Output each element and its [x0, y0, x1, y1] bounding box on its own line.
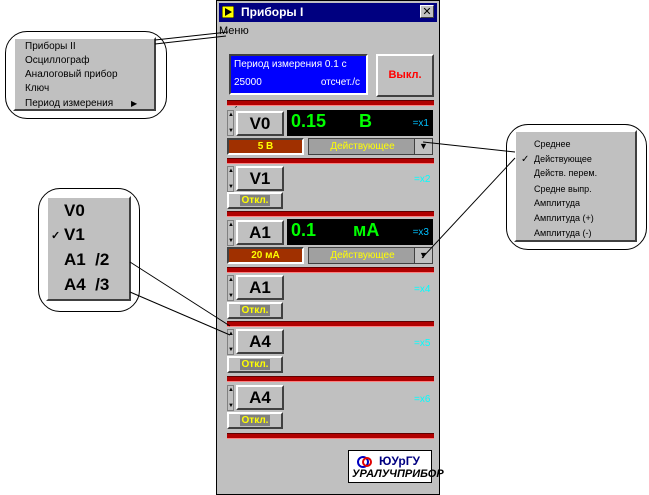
mode-value: Действующее [330, 250, 395, 261]
measured-unit: В [359, 111, 372, 131]
menu-item-menu[interactable]: Меню [219, 25, 249, 37]
channel-multiplier: =x2 [414, 174, 431, 185]
channel-multiplier: =x5 [414, 338, 431, 349]
mode-item-rms-ac[interactable]: Действ. перем. [534, 168, 598, 178]
channel-selector[interactable]: A4 [236, 385, 284, 410]
channel-item-a1[interactable]: A1 /2 [64, 250, 110, 269]
separator [227, 433, 434, 439]
mode-item-rms[interactable]: Действующее [534, 154, 592, 164]
mode-item-amplitude[interactable]: Амплитуда [534, 198, 581, 208]
menu-item-measurement-period[interactable]: Период измерения [25, 98, 114, 109]
measurement-display: 0.1 мА =x3 [287, 219, 433, 245]
off-label: Откл. [239, 415, 271, 426]
channel-spinner[interactable]: ▲▼ [227, 110, 234, 136]
channel-selector[interactable]: A4 [236, 329, 284, 354]
separator [227, 376, 434, 382]
channel-spinner[interactable]: ▲▼ [227, 329, 234, 355]
channel-item-v1[interactable]: V1 [64, 225, 85, 244]
mode-value: Действующее [330, 141, 395, 152]
range-selector[interactable]: 5 В [227, 138, 304, 155]
measured-value: 0.1 [291, 220, 317, 240]
channel-off-button[interactable]: Откл. [227, 192, 283, 209]
channel-selector[interactable]: V0 [236, 111, 284, 136]
menu-item-oscilloscope[interactable]: Осциллограф [25, 55, 90, 66]
checkmark-icon: ✓ [51, 230, 61, 242]
app-icon [222, 6, 234, 18]
mode-menu-popup: Среднее ✓ Действующее Действ. перем. Сре… [514, 130, 637, 242]
separator [227, 267, 434, 273]
mode-item-amplitude-minus[interactable]: Амплитуда (-) [534, 228, 592, 238]
close-button[interactable]: ✕ [420, 5, 434, 18]
mode-dropdown[interactable]: Действующее ▼ [308, 138, 433, 155]
channel-item-a4[interactable]: A4 /3 [64, 275, 110, 294]
off-label: Откл. [239, 195, 271, 206]
power-off-button[interactable]: Выкл. [376, 54, 434, 97]
range-selector[interactable]: 20 мА [227, 247, 304, 264]
mode-item-average[interactable]: Среднее [534, 139, 571, 149]
separator [227, 211, 434, 217]
main-menu-popup: Приборы II Осциллограф Аналоговый прибор… [13, 37, 156, 111]
separator [227, 100, 434, 106]
sample-count-unit: отсчет./с [320, 77, 360, 88]
submenu-arrow-icon: ▶ [131, 99, 138, 108]
channel-selector[interactable]: V1 [236, 166, 284, 191]
title-bar[interactable]: Приборы I ✕ [219, 3, 437, 22]
mode-item-average-rectified[interactable]: Средне выпр. [534, 184, 592, 194]
channel-spinner[interactable]: ▲▼ [227, 385, 234, 411]
channel-off-button[interactable]: Откл. [227, 302, 283, 319]
menu-item-instruments-2[interactable]: Приборы II [25, 41, 76, 52]
company-logo: ЮУрГУ УРАЛУЧПРИБОР [348, 450, 444, 483]
menu-item-key[interactable]: Ключ [25, 83, 50, 94]
menu-item-analog-instrument[interactable]: Аналоговый прибор [25, 69, 118, 80]
separator [227, 158, 434, 164]
logo-line1: ЮУрГУ [379, 454, 420, 468]
channel-off-button[interactable]: Откл. [227, 412, 283, 429]
logo-icon [357, 456, 372, 468]
mode-dropdown[interactable]: Действующее ▼ [308, 247, 433, 264]
channel-multiplier: =x1 [412, 118, 429, 129]
channel-menu-popup: V0 ✓ V1 A1 /2 A4 /3 [46, 196, 131, 301]
off-label: Откл. [239, 359, 271, 370]
chevron-down-icon[interactable]: ▼ [414, 139, 432, 154]
chevron-down-icon[interactable]: ▼ [414, 248, 432, 263]
measurement-period-display: Период измерения 0.1 с 25000 отсчет./с [229, 54, 368, 95]
channel-spinner[interactable]: ▲▼ [227, 275, 234, 301]
channel-multiplier: =x3 [412, 227, 429, 238]
measured-unit: мА [353, 220, 380, 240]
separator [227, 321, 434, 327]
measured-value: 0.15 [291, 111, 327, 131]
channel-off-button[interactable]: Откл. [227, 356, 283, 373]
sample-count: 25000 [234, 77, 262, 88]
off-label: Откл. [239, 305, 271, 316]
channel-spinner[interactable]: ▲▼ [227, 220, 234, 246]
instruments-window: Приборы I ✕ Меню Период измерения 0.1 с … [216, 0, 444, 495]
checkmark-icon: ✓ [521, 154, 530, 165]
channel-multiplier: =x6 [414, 394, 431, 405]
channel-multiplier: =x4 [414, 284, 431, 295]
channel-spinner[interactable]: ▲▼ [227, 166, 234, 192]
period-label: Период измерения 0.1 с [234, 59, 347, 70]
mode-item-amplitude-plus[interactable]: Амплитуда (+) [534, 213, 594, 223]
channel-item-v0[interactable]: V0 [64, 201, 85, 220]
channel-selector[interactable]: A1 [236, 220, 284, 245]
measurement-display: 0.15 В =x1 [287, 110, 433, 136]
channel-selector[interactable]: A1 [236, 275, 284, 300]
logo-line2: УРАЛУЧПРИБОР [352, 468, 444, 480]
window-title: Приборы I [241, 5, 304, 19]
